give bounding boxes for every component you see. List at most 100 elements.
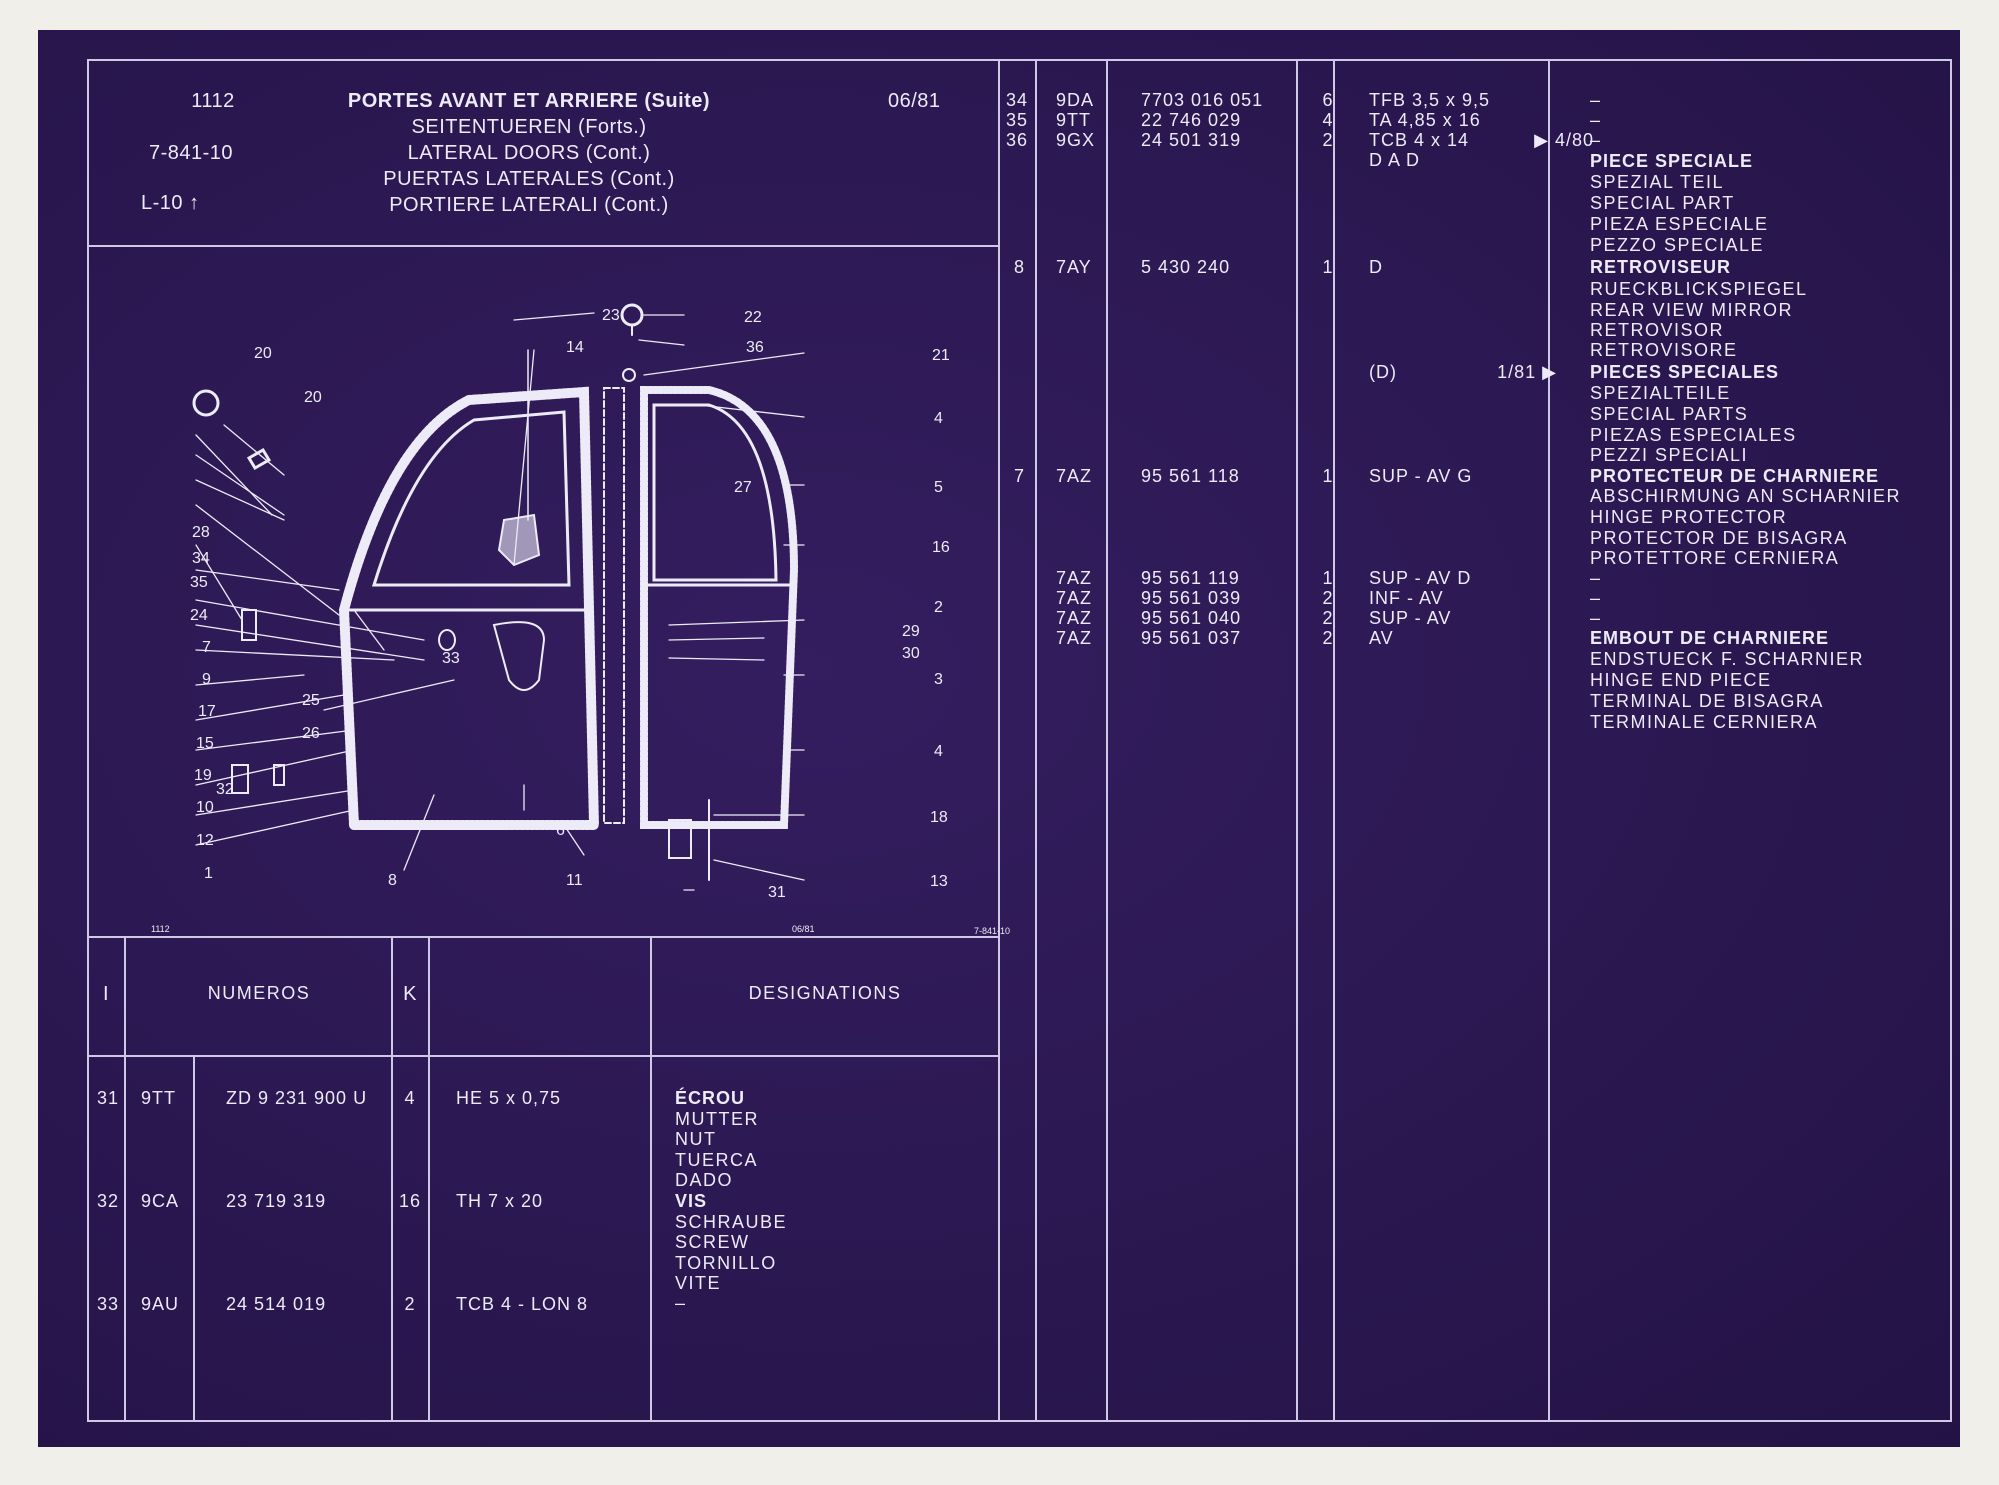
rule-split — [998, 59, 1000, 1422]
callout-10: 10 — [196, 799, 214, 816]
callout-26: 26 — [302, 725, 320, 742]
row-spec: HE 5 x 0,75 — [456, 1088, 562, 1108]
diagram-footer-right: 7-841-10 — [974, 926, 1010, 936]
designation-fr: EMBOUT DE CHARNIERE — [1590, 628, 1830, 648]
rule-right — [1950, 59, 1952, 1422]
designation-de: ENDSTUECK F. SCHARNIER — [1590, 649, 1865, 669]
designation-fr: ÉCROU — [675, 1088, 746, 1108]
row-designation: – — [1590, 588, 1602, 608]
row-spec: TA 4,85 x 16 — [1369, 110, 1481, 130]
designation-es: PIEZAS ESPECIALES — [1590, 425, 1797, 445]
designation-fr: VIS — [675, 1191, 708, 1211]
row-spec: SUP - AV D — [1369, 568, 1472, 588]
callout-27: 27 — [734, 479, 752, 496]
callout-28: 28 — [192, 524, 210, 541]
callout-18: 18 — [930, 809, 948, 826]
callout-20a: 20 — [254, 345, 272, 362]
callout-22: 22 — [744, 309, 762, 326]
reference-number: 7-841-10 — [148, 142, 234, 164]
callout-35: 35 — [190, 574, 208, 591]
title-fr: PORTES AVANT ET ARRIERE (Suite) — [347, 90, 711, 112]
designation-de: SCHRAUBE — [675, 1212, 788, 1232]
callout-32: 32 — [216, 781, 234, 798]
callout-31: 31 — [768, 884, 786, 901]
title-it: PORTIERE LATERALI (Cont.) — [389, 194, 669, 216]
callout-6: 6 — [556, 822, 565, 839]
row-spec: D A D — [1369, 150, 1421, 170]
designation-en: HINGE PROTECTOR — [1590, 507, 1788, 527]
designation-en: SPECIAL PART — [1590, 193, 1735, 213]
col-line — [391, 936, 393, 1422]
designation-es: PIEZA ESPECIALE — [1590, 214, 1769, 234]
row-spec: SUP - AV G — [1369, 466, 1473, 486]
callout-1: 1 — [204, 865, 213, 882]
row-spec: D — [1369, 257, 1383, 277]
callout-8: 8 — [388, 872, 397, 889]
row-qty: 2 — [1322, 588, 1334, 608]
rule-colhead — [87, 1055, 999, 1057]
row-item: 8 — [1014, 257, 1026, 277]
row-item: 31 — [97, 1088, 120, 1108]
row-part-number: 95 561 118 — [1141, 466, 1240, 486]
designation-es: TERMINAL DE BISAGRA — [1590, 691, 1824, 711]
row-spec: AV — [1369, 628, 1394, 648]
level-label: L-10 ↑ — [141, 192, 200, 214]
designation-en: HINGE END PIECE — [1590, 670, 1772, 690]
designation-fr: PIECES SPECIALES — [1590, 362, 1780, 382]
row-qty: 2 — [404, 1294, 416, 1314]
designation-en: REAR VIEW MIRROR — [1590, 300, 1794, 320]
diagram-footer-left: 1112 — [151, 924, 170, 934]
front-door-frame — [338, 386, 600, 830]
designation-it: PROTETTORE CERNIERA — [1590, 548, 1840, 568]
window-regulator — [497, 513, 541, 567]
row-spec: TCB 4 - LON 8 — [456, 1294, 589, 1314]
callout-15: 15 — [196, 735, 214, 752]
row-code: 7AY — [1056, 257, 1092, 277]
row-code: 9AU — [141, 1294, 180, 1314]
row-spec: INF - AV — [1369, 588, 1444, 608]
column-header-designations: DESIGNATIONS — [748, 983, 902, 1003]
col-line — [124, 936, 126, 1422]
callout-4b: 4 — [934, 743, 943, 760]
designation-fr: RETROVISEUR — [1590, 257, 1732, 277]
row-part-number: 23 719 319 — [226, 1191, 327, 1211]
row-code: 9TT — [1056, 110, 1092, 130]
row-code: 9GX — [1056, 130, 1096, 150]
callout-13: 13 — [930, 873, 948, 890]
callout-11: 11 — [566, 872, 583, 889]
column-header-index: I — [102, 983, 110, 1005]
row-item: 33 — [97, 1294, 120, 1314]
designation-de: MUTTER — [675, 1109, 759, 1129]
row-designation: – — [1590, 90, 1602, 110]
callout-30: 30 — [902, 645, 920, 662]
designation-it: PEZZO SPECIALE — [1590, 235, 1765, 255]
col-line — [650, 936, 652, 1422]
row-note: 1/81 ▶ — [1497, 362, 1557, 382]
designation-it: VITE — [675, 1273, 722, 1293]
callout-4a: 4 — [934, 410, 943, 427]
row-qty: 1 — [1322, 466, 1334, 486]
designation-de: ABSCHIRMUNG AN SCHARNIER — [1590, 486, 1902, 506]
designation-es: RETROVISOR — [1590, 320, 1725, 340]
row-spec: TH 7 x 20 — [456, 1191, 544, 1211]
row-designation: – — [1590, 568, 1602, 588]
row-designation: – — [1590, 130, 1602, 150]
row-qty: 1 — [1322, 257, 1334, 277]
row-item: 32 — [97, 1191, 120, 1211]
callout-20b: 20 — [304, 389, 322, 406]
section-number: 1112 — [191, 90, 235, 112]
designation-es: TUERCA — [675, 1150, 759, 1170]
rule-diagram — [87, 936, 999, 938]
col-line — [1296, 59, 1298, 1422]
row-code: 7AZ — [1056, 628, 1093, 648]
callout-21: 21 — [932, 347, 950, 364]
row-part-number: 22 746 029 — [1141, 110, 1242, 130]
callout-25: 25 — [302, 692, 320, 709]
row-code: 7AZ — [1056, 466, 1093, 486]
callout-9: 9 — [202, 671, 211, 688]
row-qty: 16 — [398, 1191, 422, 1211]
title-en: LATERAL DOORS (Cont.) — [407, 142, 651, 164]
designation-it: RETROVISORE — [1590, 340, 1738, 360]
col-line — [428, 936, 430, 1422]
rear-door-frame — [640, 386, 799, 829]
